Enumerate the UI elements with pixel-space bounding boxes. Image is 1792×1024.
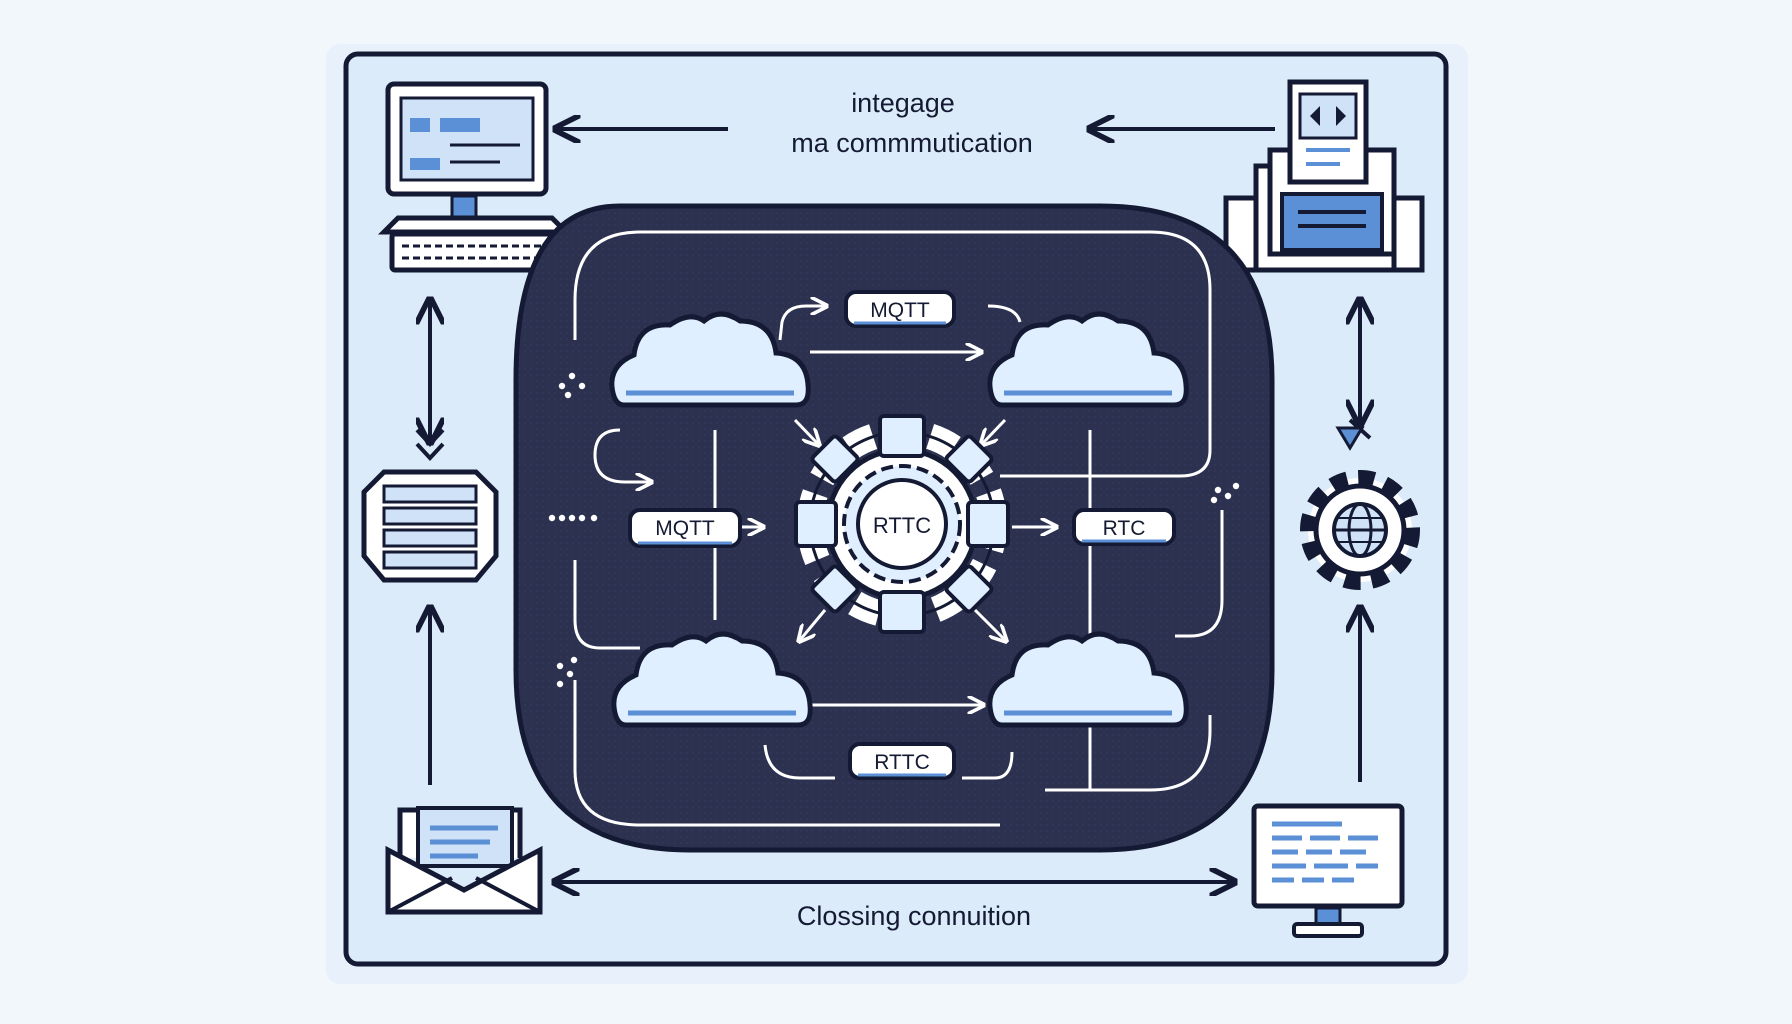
header-line2: ma commmutication bbox=[791, 128, 1033, 158]
hub-label: RTTC bbox=[873, 513, 931, 538]
pill-right-label: RTC bbox=[1103, 517, 1146, 540]
cloud-icon bbox=[987, 631, 1189, 728]
cloud-icon bbox=[987, 311, 1189, 408]
footer-caption: Clossing connuition bbox=[797, 901, 1031, 931]
email-envelope-icon bbox=[385, 806, 543, 915]
pill-top: MQTT bbox=[844, 290, 956, 328]
pill-right: RTC bbox=[1072, 508, 1176, 546]
server-documents-icon bbox=[1223, 79, 1425, 273]
desktop-computer-icon bbox=[377, 81, 573, 273]
pill-bottom: RTTC bbox=[848, 742, 956, 780]
pill-bottom-label: RTTC bbox=[874, 751, 930, 774]
cloud-icon bbox=[611, 631, 813, 728]
header-line1: integage bbox=[851, 88, 955, 118]
pill-left: MQTT bbox=[628, 508, 742, 548]
cloud-icon bbox=[609, 311, 811, 408]
pill-top-label: MQTT bbox=[870, 299, 930, 322]
database-stack-icon bbox=[361, 469, 499, 583]
pill-left-label: MQTT bbox=[655, 517, 715, 540]
network-flow-lines bbox=[573, 230, 1224, 827]
monitor-icon bbox=[1251, 803, 1405, 938]
left-double-chevron bbox=[415, 428, 445, 461]
puzzle-gear-icon bbox=[794, 414, 1010, 634]
gear-globe-icon bbox=[1300, 418, 1420, 590]
dotted-connectors bbox=[548, 372, 1240, 688]
